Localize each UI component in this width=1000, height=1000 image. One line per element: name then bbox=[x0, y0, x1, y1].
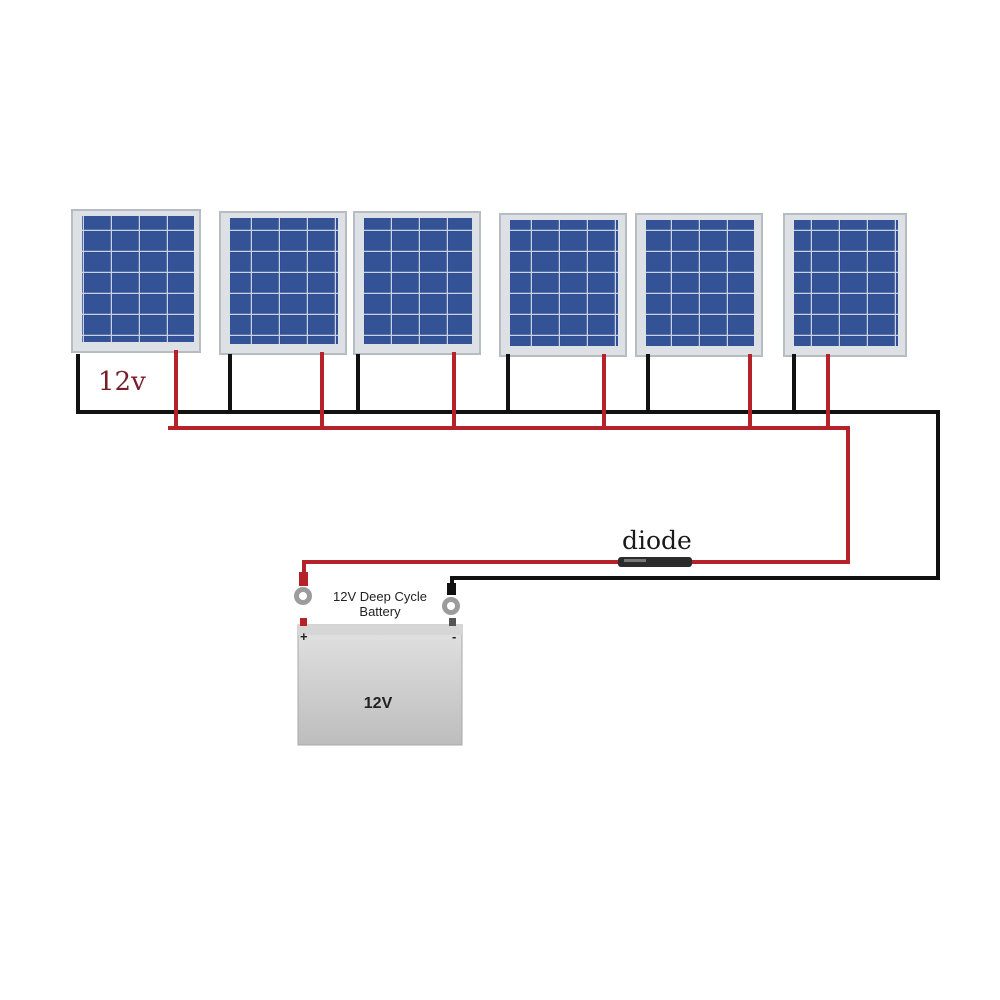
positive-terminal-lug bbox=[294, 572, 312, 605]
battery-negative-symbol: - bbox=[452, 629, 456, 644]
solar-panel bbox=[635, 213, 763, 357]
battery-title-line1: 12V Deep Cycle bbox=[333, 589, 427, 604]
solar-panel bbox=[219, 211, 347, 355]
battery bbox=[297, 618, 463, 746]
solar-panel bbox=[353, 211, 481, 355]
battery-negative-post bbox=[449, 618, 456, 626]
solar-panel bbox=[71, 209, 201, 353]
battery-positive-symbol: + bbox=[300, 629, 308, 644]
solar-panel bbox=[499, 213, 627, 357]
battery-voltage-label: 12V bbox=[364, 695, 393, 712]
battery-title-line2: Battery bbox=[359, 604, 401, 619]
solar-panel bbox=[783, 213, 907, 357]
panel-voltage-label: 12v bbox=[98, 367, 146, 397]
negative-wiring bbox=[76, 354, 940, 592]
battery-positive-post bbox=[300, 618, 307, 626]
diode bbox=[618, 557, 692, 567]
negative-terminal-lug bbox=[442, 583, 460, 615]
positive-wiring bbox=[168, 350, 850, 577]
diode-label: diode bbox=[622, 526, 692, 555]
solar-panels bbox=[71, 209, 907, 357]
